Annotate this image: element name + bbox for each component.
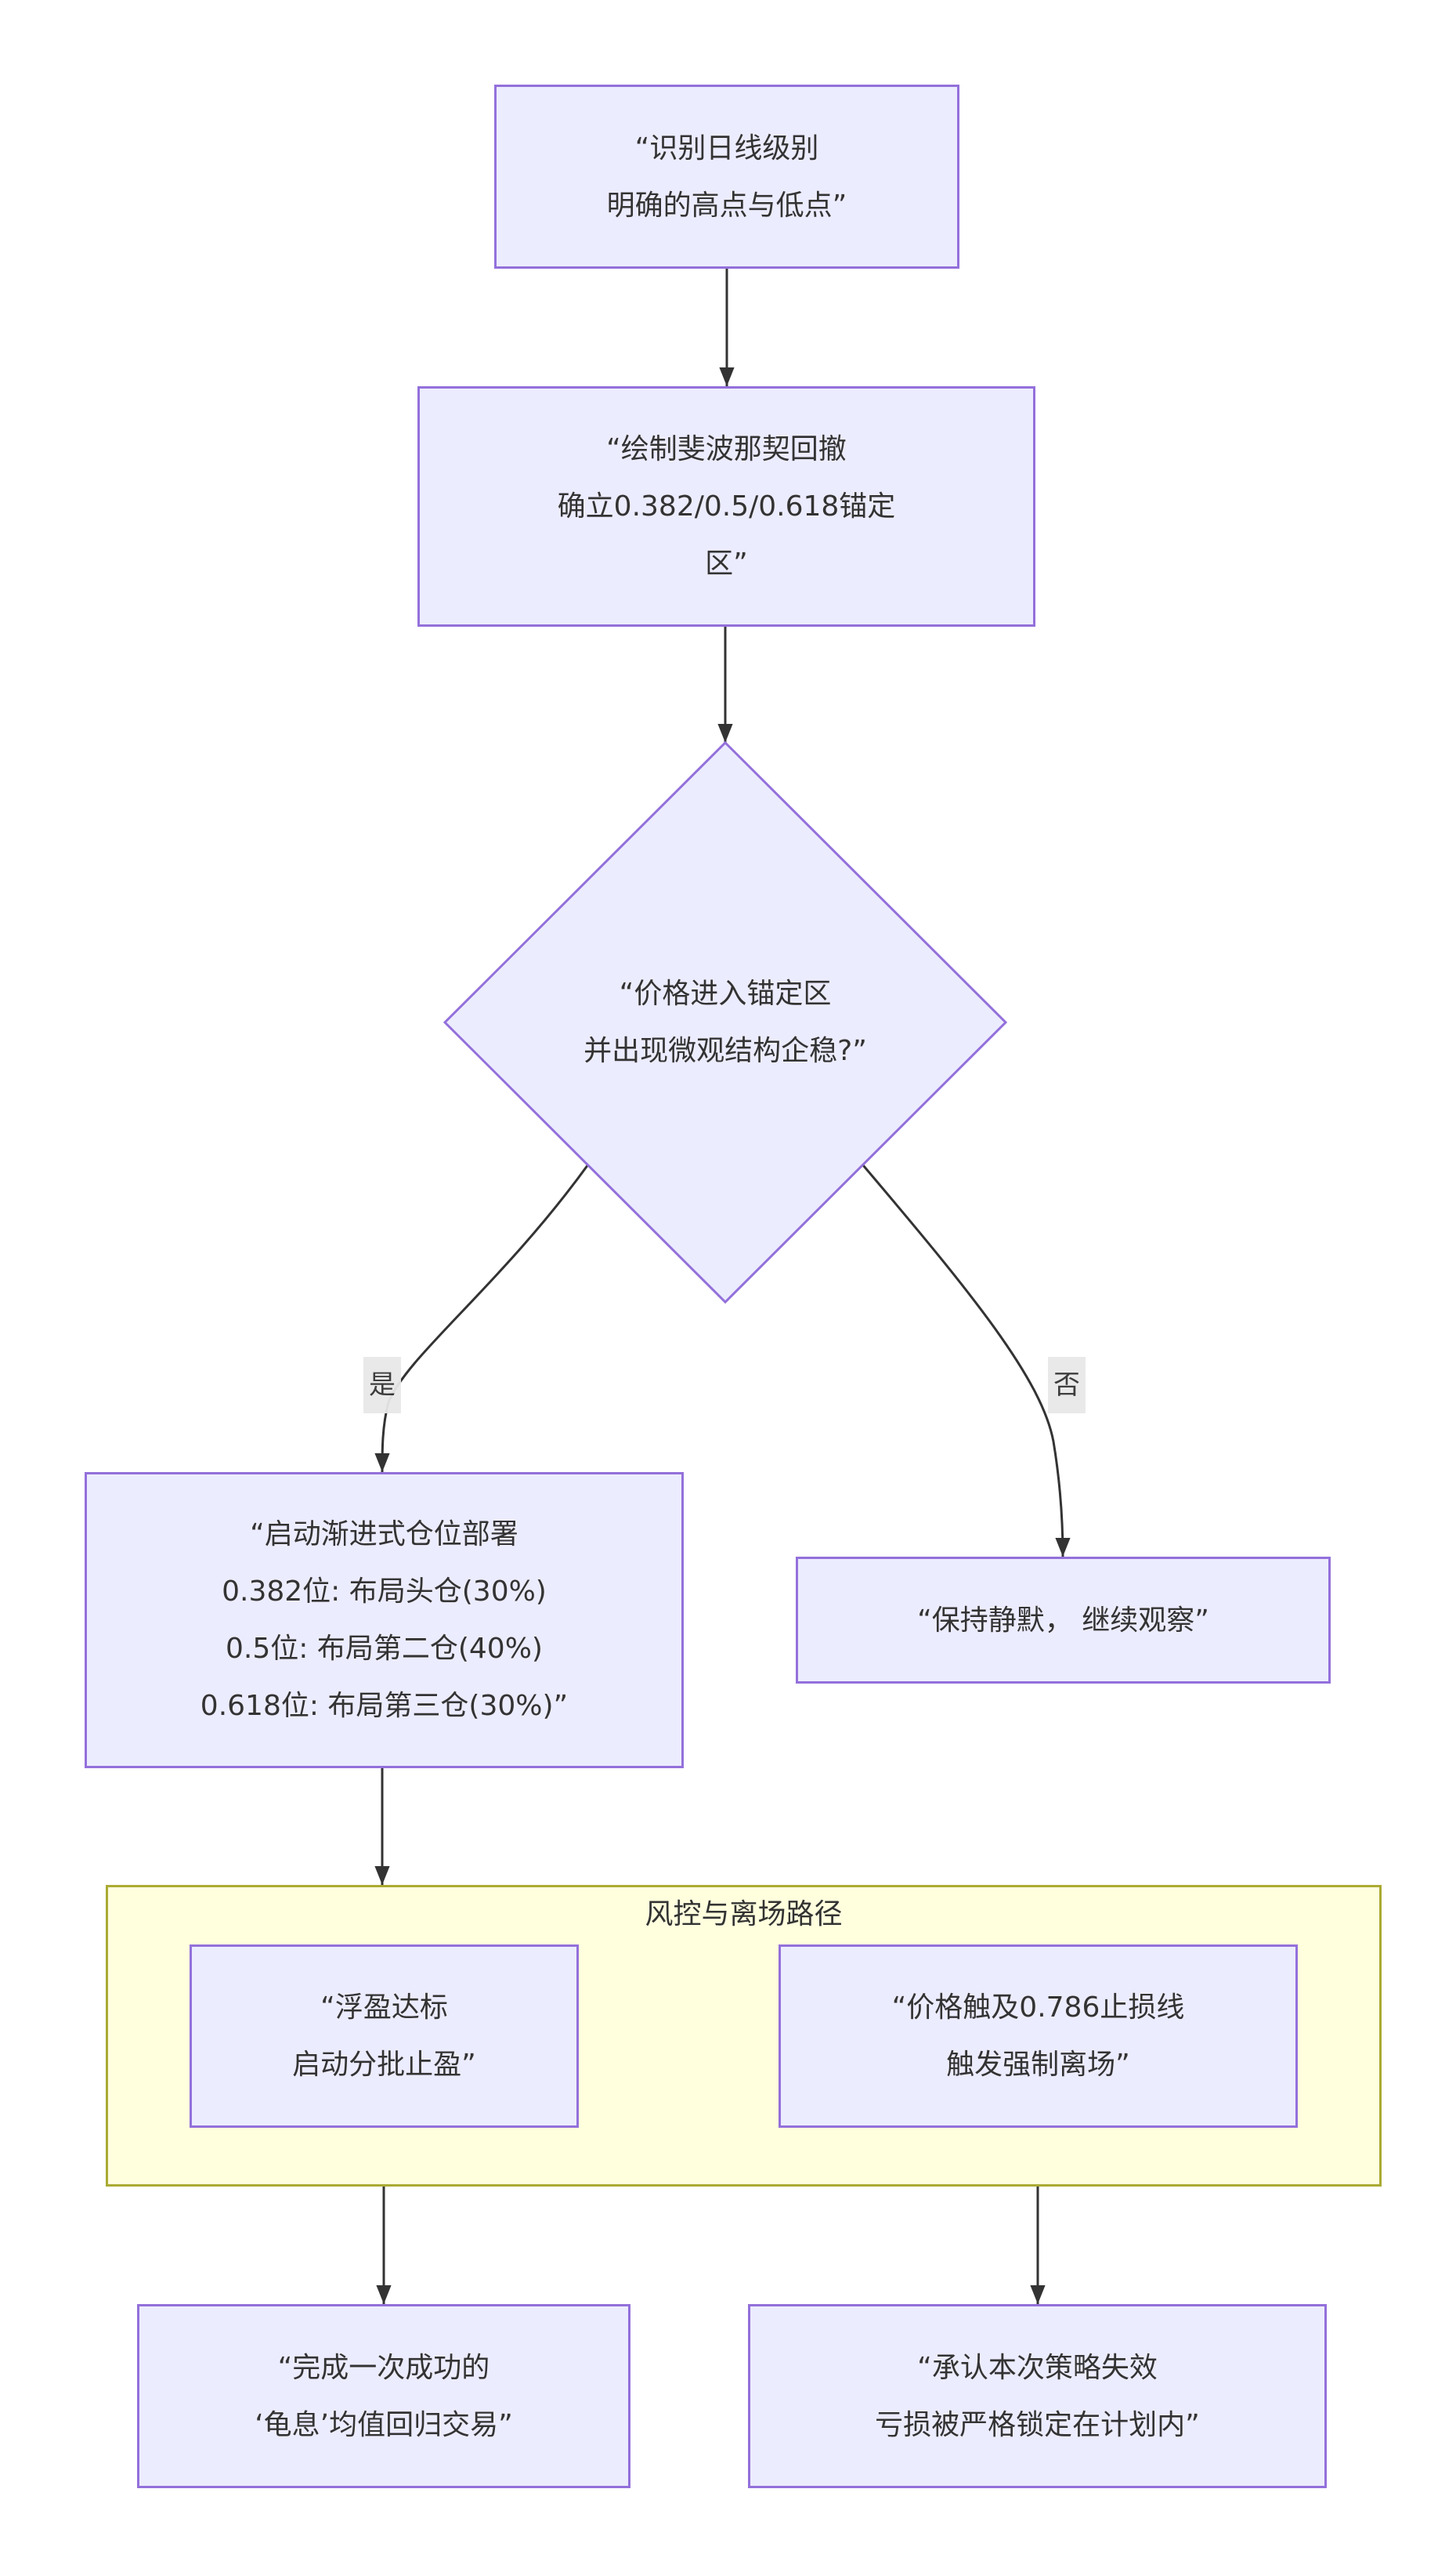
node-failure-outcome: “承认本次策略失效 亏损被严格锁定在计划内” [748, 2304, 1327, 2488]
subgraph-title: 风控与离场路径 [645, 1898, 843, 1930]
edge-decision-no-to-wait [860, 1163, 1071, 1557]
node-draw-fibonacci: “绘制斐波那契回撤 确立0.382/0.5/0.618锚定 区” [417, 386, 1035, 627]
node-identify-text: “识别日线级别 明确的高点与低点” [606, 132, 847, 222]
node-take-profit-text: “浮盈达标 启动分批止盈” [292, 1991, 476, 2081]
node-stay-silent: “保持静默， 继续观察” [796, 1557, 1331, 1684]
node-take-profit: “浮盈达标 启动分批止盈” [190, 1944, 579, 2128]
node-wait-text: “保持静默， 继续观察” [917, 1604, 1209, 1637]
edge-decision-yes-to-deploy [374, 1163, 591, 1473]
node-decision-text: “价格进入锚定区 并出现微观结构企稳?” [583, 978, 867, 1067]
node-deploy-text: “启动渐进式仓位部署 0.382位: 布局头仓(30%) 0.5位: 布局第二仓… [200, 1518, 569, 1722]
node-failure-text: “承认本次策略失效 亏损被严格锁定在计划内” [875, 2351, 1200, 2441]
node-success-outcome: “完成一次成功的 ‘龟息’均值回归交易” [137, 2304, 630, 2488]
node-stop-loss-text: “价格触及0.786止损线 触发强制离场” [891, 1991, 1185, 2081]
node-success-text: “完成一次成功的 ‘龟息’均值回归交易” [255, 2351, 513, 2441]
node-stop-loss: “价格触及0.786止损线 触发强制离场” [779, 1944, 1298, 2128]
edge-label-no: 否 [1048, 1357, 1086, 1413]
node-identify-highs-lows: “识别日线级别 明确的高点与低点” [494, 85, 959, 269]
edge-label-yes: 是 [363, 1357, 401, 1413]
node-fibonacci-text: “绘制斐波那契回撤 确立0.382/0.5/0.618锚定 区” [557, 433, 896, 580]
node-deploy-positions: “启动渐进式仓位部署 0.382位: 布局头仓(30%) 0.5位: 布局第二仓… [85, 1472, 684, 1768]
decision-diamond [443, 740, 1008, 1304]
